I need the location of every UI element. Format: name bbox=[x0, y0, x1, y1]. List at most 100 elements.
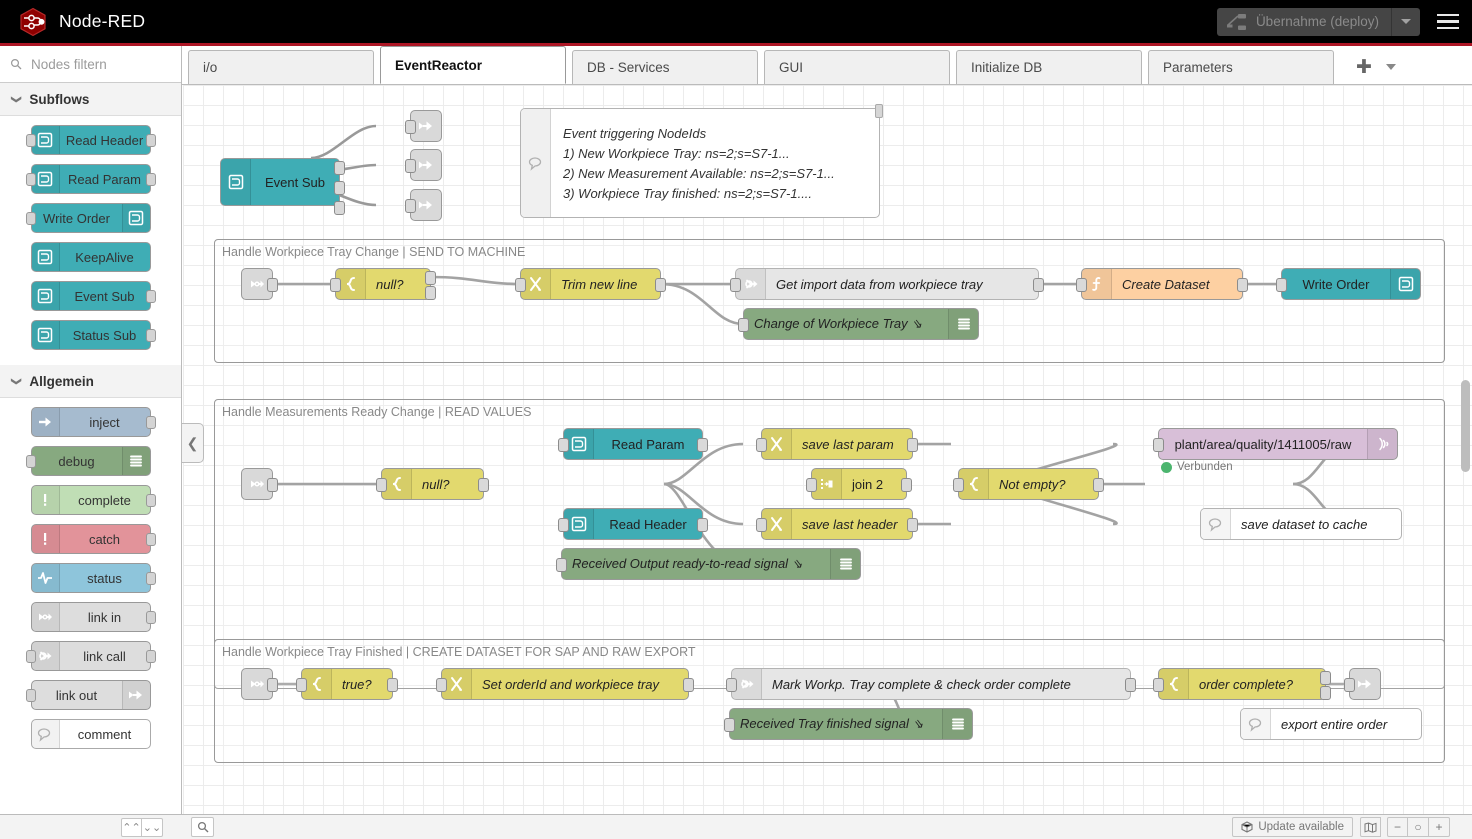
output-port[interactable] bbox=[697, 518, 708, 532]
input-port[interactable] bbox=[556, 558, 567, 572]
output-port[interactable] bbox=[145, 650, 156, 663]
node-comment-export-entire-order[interactable]: export entire order bbox=[1240, 708, 1422, 740]
node-debug-received-tray-finished[interactable]: Received Tray finished signal ⇘ bbox=[724, 708, 973, 740]
input-port[interactable] bbox=[436, 678, 447, 692]
palette-collapse-button[interactable]: ❮ bbox=[182, 423, 204, 463]
node-join-2[interactable]: join 2 bbox=[806, 468, 912, 500]
palette-category-allgemein[interactable]: ❯ Allgemein bbox=[0, 365, 181, 398]
node-switch-null-g1[interactable]: null? bbox=[330, 268, 436, 300]
tab-eventreactor[interactable]: EventReactor bbox=[380, 46, 566, 84]
search-input[interactable] bbox=[29, 55, 169, 73]
output-port[interactable] bbox=[1320, 671, 1331, 685]
input-port[interactable] bbox=[806, 478, 817, 492]
input-port[interactable] bbox=[1153, 678, 1164, 692]
output-port[interactable] bbox=[1093, 478, 1104, 492]
output-port[interactable] bbox=[267, 678, 278, 692]
node-link-in-g2[interactable] bbox=[241, 468, 278, 500]
input-port[interactable] bbox=[724, 718, 735, 732]
node-debug-change-of-workpiece-tray[interactable]: Change of Workpiece Tray ⇘ bbox=[738, 308, 979, 340]
input-port[interactable] bbox=[1076, 278, 1087, 292]
output-port[interactable] bbox=[901, 478, 912, 492]
output-port[interactable] bbox=[145, 290, 156, 303]
input-port[interactable] bbox=[25, 455, 36, 468]
flow-list-button[interactable] bbox=[1385, 64, 1396, 70]
input-port[interactable] bbox=[25, 212, 36, 225]
node-link-out-top-3[interactable] bbox=[405, 189, 442, 221]
palette-node-event-sub[interactable]: Event Sub bbox=[30, 281, 156, 311]
output-port[interactable] bbox=[145, 173, 156, 186]
output-port[interactable] bbox=[145, 134, 156, 147]
add-flow-button[interactable]: ✚ bbox=[1356, 56, 1372, 78]
output-port[interactable] bbox=[267, 278, 278, 292]
node-switch-true[interactable]: true? bbox=[296, 668, 398, 700]
scrollbar-thumb[interactable] bbox=[1461, 380, 1470, 472]
tab-db-services[interactable]: DB - Services bbox=[572, 50, 758, 84]
input-port[interactable] bbox=[1153, 438, 1164, 452]
node-switch-null-g2[interactable]: null? bbox=[376, 468, 489, 500]
input-port[interactable] bbox=[953, 478, 964, 492]
tab-i-o[interactable]: i/o bbox=[188, 50, 374, 84]
input-port[interactable] bbox=[330, 278, 341, 292]
node-change-set-orderid[interactable]: Set orderId and workpiece tray bbox=[436, 668, 694, 700]
input-port[interactable] bbox=[405, 199, 416, 213]
node-debug-received-output-ready[interactable]: Received Output ready-to-read signal ⇘ bbox=[556, 548, 861, 580]
palette-node-inject[interactable]: inject bbox=[30, 407, 156, 437]
node-change-save-last-header[interactable]: save last header bbox=[756, 508, 918, 540]
palette-node-link-in[interactable]: link in bbox=[30, 602, 156, 632]
group-handle-workpiece-tray-change[interactable]: Handle Workpiece Tray Change | SEND TO M… bbox=[214, 239, 1445, 363]
node-change-trim-new-line[interactable]: Trim new line bbox=[515, 268, 666, 300]
output-port[interactable] bbox=[478, 478, 489, 492]
palette-node-write-order[interactable]: Write Order bbox=[25, 203, 151, 233]
input-port[interactable] bbox=[730, 278, 741, 292]
output-port[interactable] bbox=[907, 438, 918, 452]
palette-search[interactable] bbox=[0, 46, 181, 83]
output-port[interactable] bbox=[145, 329, 156, 342]
main-menu-button[interactable] bbox=[1424, 0, 1472, 45]
palette-node-read-param[interactable]: Read Param bbox=[25, 164, 156, 194]
input-port[interactable] bbox=[738, 318, 749, 332]
node-comment-save-dataset-to-cache[interactable]: save dataset to cache bbox=[1200, 508, 1402, 540]
zoom-reset-button[interactable]: ○ bbox=[1408, 817, 1429, 837]
output-port[interactable] bbox=[1033, 278, 1044, 292]
tab-parameters[interactable]: Parameters bbox=[1148, 50, 1334, 84]
palette-node-complete[interactable]: complete bbox=[30, 485, 156, 515]
palette-node-catch[interactable]: catch bbox=[30, 524, 156, 554]
input-port[interactable] bbox=[25, 173, 36, 186]
update-available-button[interactable]: Update available bbox=[1232, 817, 1353, 837]
zoom-out-button[interactable]: − bbox=[1387, 817, 1408, 837]
output-port[interactable] bbox=[145, 416, 156, 429]
palette-node-link-out[interactable]: link out bbox=[25, 680, 151, 710]
input-port[interactable] bbox=[558, 438, 569, 452]
output-port[interactable] bbox=[907, 518, 918, 532]
output-port[interactable] bbox=[145, 494, 156, 507]
node-change-save-last-param[interactable]: save last param bbox=[756, 428, 918, 460]
node-link-call-mark-workp-tray[interactable]: Mark Workp. Tray complete & check order … bbox=[726, 668, 1136, 700]
palette-category-subflows[interactable]: ❯ Subflows bbox=[0, 83, 181, 116]
output-port[interactable] bbox=[334, 201, 345, 215]
node-function-create-dataset[interactable]: Create Dataset bbox=[1076, 268, 1248, 300]
deploy-dropdown-toggle[interactable] bbox=[1392, 8, 1420, 36]
node-link-out-g3[interactable] bbox=[1344, 668, 1381, 700]
palette-node-comment[interactable]: comment bbox=[30, 719, 151, 749]
tab-gui[interactable]: GUI bbox=[764, 50, 950, 84]
input-port[interactable] bbox=[405, 120, 416, 134]
input-port[interactable] bbox=[726, 678, 737, 692]
node-switch-order-complete[interactable]: order complete? bbox=[1153, 668, 1331, 700]
output-port[interactable] bbox=[425, 271, 436, 285]
canvas-search-button[interactable] bbox=[191, 817, 214, 837]
node-link-out-top-1[interactable] bbox=[405, 110, 442, 142]
output-port[interactable] bbox=[1125, 678, 1136, 692]
output-port[interactable] bbox=[145, 611, 156, 624]
palette-node-keepalive[interactable]: KeepAlive bbox=[30, 242, 151, 272]
node-subflow-read-header[interactable]: Read Header bbox=[558, 508, 708, 540]
output-port[interactable] bbox=[655, 278, 666, 292]
deploy-button[interactable]: Übernahme (deploy) bbox=[1216, 7, 1420, 36]
input-port[interactable] bbox=[558, 518, 569, 532]
node-subflow-read-param[interactable]: Read Param bbox=[558, 428, 708, 460]
node-mqtt-out-plant-area-quality[interactable]: plant/area/quality/1411005/raw bbox=[1153, 428, 1398, 460]
input-port[interactable] bbox=[296, 678, 307, 692]
collapse-all-button[interactable]: ⌃⌃ bbox=[121, 817, 142, 837]
output-port[interactable] bbox=[697, 438, 708, 452]
input-port[interactable] bbox=[1276, 278, 1287, 292]
canvas-vertical-scrollbar[interactable] bbox=[1461, 85, 1470, 814]
